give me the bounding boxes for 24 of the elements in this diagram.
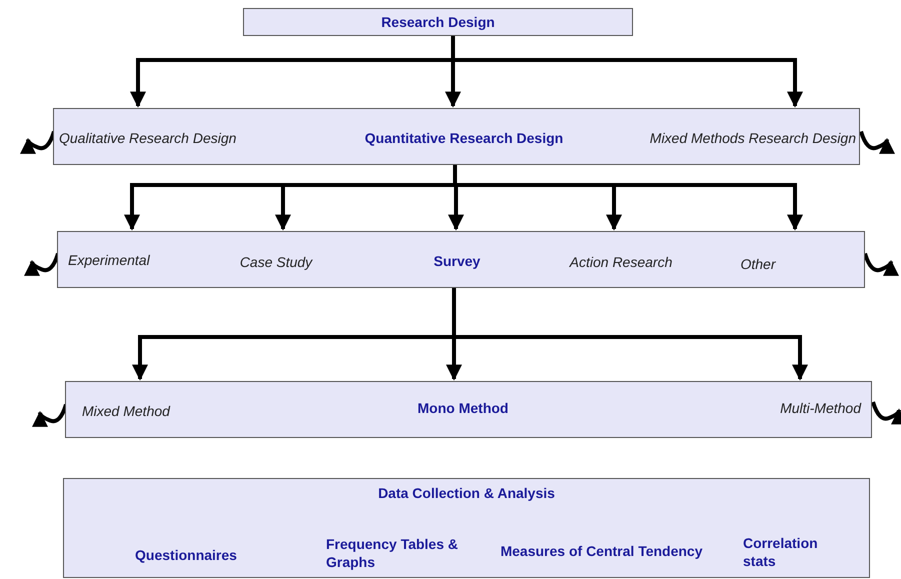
option-label: Action Research <box>546 232 696 292</box>
level-band <box>53 108 860 165</box>
option-label: Mixed Method <box>66 382 206 439</box>
option-label: Mixed Methods Research Design <box>631 109 861 166</box>
option-label: Other <box>713 232 803 295</box>
option-label: Multi-Method <box>736 382 873 434</box>
option-label: Mono Method <box>393 382 533 434</box>
curved-arrow <box>863 252 898 277</box>
band-heading: Data Collection & Analysis <box>377 485 556 501</box>
level-band <box>57 231 865 288</box>
curved-arrow <box>859 130 894 155</box>
option-label: Questionnaires <box>101 531 271 579</box>
arrow <box>451 36 803 108</box>
title-box: Research Design <box>243 8 633 36</box>
option-label: Correlation stats <box>743 531 853 573</box>
option-label: Quantitative Research Design <box>344 109 584 166</box>
option-label: Experimental <box>58 232 168 287</box>
level-band <box>65 381 872 438</box>
level-band <box>63 478 870 578</box>
option-label: Case Study <box>216 232 336 292</box>
option-label: Frequency Tables & Graphs <box>326 531 476 575</box>
option-label: Survey <box>407 232 507 289</box>
option-label: Qualitative Research Design <box>54 109 259 166</box>
option-label: Measures of Central Tendency <box>489 531 714 571</box>
